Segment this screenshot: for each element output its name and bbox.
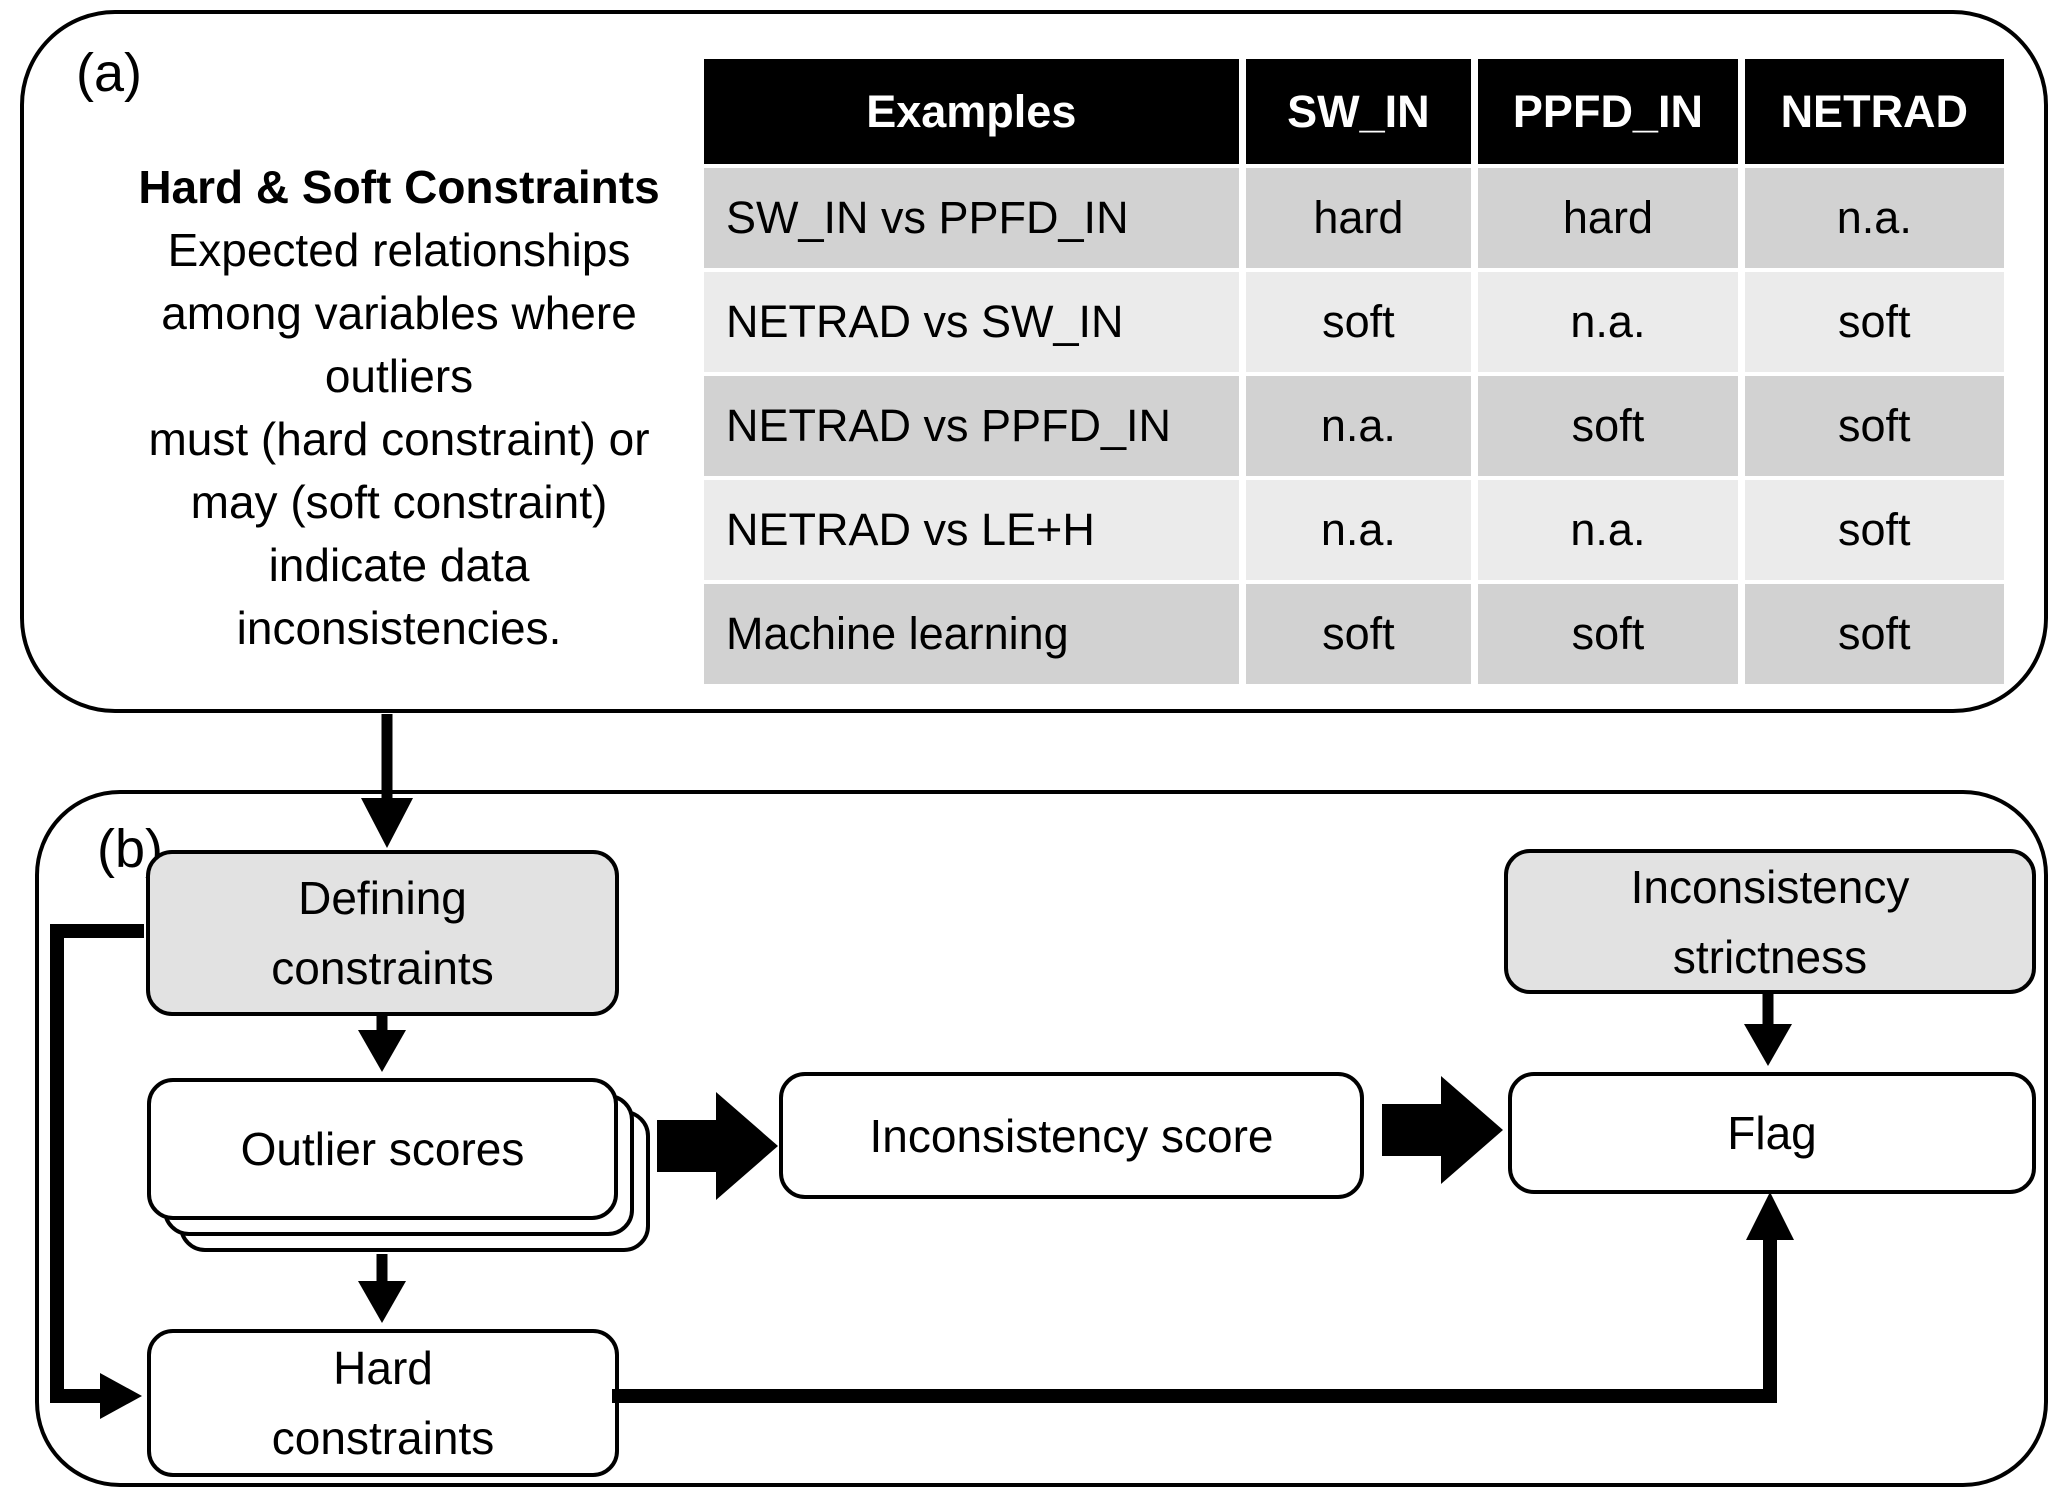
node-inconsistency-score: Inconsistency score xyxy=(779,1072,1364,1199)
intro-line: Expected relationships xyxy=(167,224,631,276)
panel-b: (b) Defining constraints Outlier scores … xyxy=(35,790,2048,1487)
table-cell: soft xyxy=(1744,584,2004,684)
panel-a-intro: Hard & Soft Constraints Expected relatio… xyxy=(54,156,744,660)
constraints-table: Examples SW_IN PPFD_IN NETRAD SW_IN vs P… xyxy=(704,59,2004,684)
intro-line: must (hard constraint) or xyxy=(148,413,650,465)
table-cell: n.a. xyxy=(1478,272,1738,372)
table-cell: NETRAD vs PPFD_IN xyxy=(704,376,1239,476)
table-header-netrad: NETRAD xyxy=(1744,59,2004,164)
table-cell: n.a. xyxy=(1245,376,1472,476)
table-cell: soft xyxy=(1478,376,1738,476)
table-cell: hard xyxy=(1478,168,1738,268)
table-header-sw-in: SW_IN xyxy=(1245,59,1472,164)
node-outlier-scores: Outlier scores xyxy=(147,1078,618,1220)
table-cell: Machine learning xyxy=(704,584,1239,684)
intro-line: among variables where xyxy=(161,287,637,339)
table-header-examples: Examples xyxy=(704,59,1239,164)
intro-line: may (soft constraint) xyxy=(190,476,608,528)
intro-line: inconsistencies. xyxy=(236,602,562,654)
intro-line: outliers xyxy=(324,350,474,402)
table-header-ppfd-in: PPFD_IN xyxy=(1478,59,1738,164)
table-cell: soft xyxy=(1478,584,1738,684)
intro-line: indicate data xyxy=(268,539,530,591)
table-cell: soft xyxy=(1744,272,2004,372)
table-cell: n.a. xyxy=(1245,480,1472,580)
table-cell: soft xyxy=(1245,272,1472,372)
table-cell: n.a. xyxy=(1478,480,1738,580)
table-cell: n.a. xyxy=(1744,168,2004,268)
table-cell: soft xyxy=(1744,376,2004,476)
table-cell: SW_IN vs PPFD_IN xyxy=(704,168,1239,268)
node-defining-constraints: Defining constraints xyxy=(146,850,619,1016)
table-cell: NETRAD vs SW_IN xyxy=(704,272,1239,372)
panel-a: (a) Hard & Soft Constraints Expected rel… xyxy=(20,10,2048,713)
table-cell: hard xyxy=(1245,168,1472,268)
node-flag: Flag xyxy=(1508,1072,2036,1194)
table-cell: NETRAD vs LE+H xyxy=(704,480,1239,580)
intro-title: Hard & Soft Constraints xyxy=(138,161,660,213)
node-inconsistency-strictness: Inconsistency strictness xyxy=(1504,849,2036,994)
table-cell: soft xyxy=(1744,480,2004,580)
node-outlier-scores-stack: Outlier scores xyxy=(147,1078,650,1252)
table-cell: soft xyxy=(1245,584,1472,684)
panel-a-label: (a) xyxy=(76,43,142,103)
node-hard-constraints: Hard constraints xyxy=(147,1329,619,1477)
